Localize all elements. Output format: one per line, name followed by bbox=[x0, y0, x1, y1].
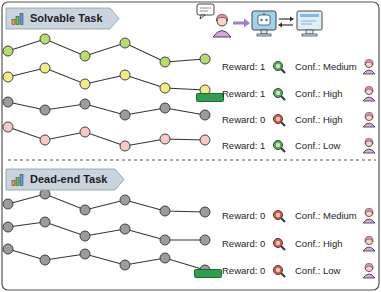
reward-label: Reward: 0 bbox=[222, 210, 265, 221]
reward-label: Reward: 0 bbox=[222, 238, 265, 249]
step-dot bbox=[80, 79, 90, 89]
reward-label: Reward: 1 bbox=[222, 61, 265, 72]
step-dot bbox=[120, 110, 130, 120]
step-dot bbox=[160, 235, 170, 245]
step-dot bbox=[200, 235, 210, 245]
step-dot bbox=[3, 199, 13, 209]
verifier-icon bbox=[274, 115, 286, 127]
button-text: SUBMIT bbox=[195, 278, 220, 285]
outer-frame bbox=[2, 2, 379, 290]
step-dot bbox=[120, 195, 130, 205]
step-dot bbox=[40, 217, 50, 227]
step-dot bbox=[40, 34, 50, 44]
verifier-icon bbox=[274, 266, 286, 278]
section-title: Solvable Task bbox=[6, 8, 119, 29]
trajectory-line bbox=[8, 127, 205, 146]
banner-icon bbox=[12, 175, 23, 186]
trajectory-line bbox=[8, 222, 205, 240]
trajectory-line bbox=[8, 39, 205, 62]
step-dot bbox=[120, 38, 130, 48]
step-dot bbox=[160, 57, 170, 67]
step-dot bbox=[120, 260, 130, 270]
confidence-label: Conf.: Medium bbox=[295, 210, 357, 221]
trajectory bbox=[3, 244, 210, 275]
step-dot bbox=[160, 253, 170, 263]
person-icon bbox=[363, 112, 375, 127]
step-dot bbox=[80, 99, 90, 109]
trajectory bbox=[3, 97, 210, 120]
step-dot bbox=[200, 54, 210, 64]
step-dot bbox=[200, 207, 210, 217]
person-icon bbox=[363, 236, 375, 251]
step-dot bbox=[3, 244, 13, 254]
trajectory bbox=[3, 63, 210, 95]
step-dot bbox=[80, 249, 90, 259]
step-dot bbox=[40, 63, 50, 73]
verifier-icon bbox=[274, 211, 286, 223]
agent-loop-icons bbox=[197, 4, 322, 37]
trajectory bbox=[3, 34, 210, 67]
confidence-label: Conf.: Low bbox=[295, 140, 340, 151]
step-dot bbox=[40, 189, 50, 199]
step-dot bbox=[40, 255, 50, 265]
step-dot bbox=[80, 127, 90, 137]
confidence-label: Conf.: High bbox=[295, 238, 343, 249]
reward-label: Reward: 0 bbox=[222, 114, 265, 125]
step-dot bbox=[160, 134, 170, 144]
step-dot bbox=[160, 206, 170, 216]
verifier-icon bbox=[274, 239, 286, 251]
verifier-icon bbox=[274, 89, 286, 101]
button-text: SUBMIT bbox=[197, 102, 222, 109]
step-dot bbox=[40, 135, 50, 145]
step-dot bbox=[3, 122, 13, 132]
section-banner: Dead-end Task bbox=[6, 169, 124, 190]
confidence-label: Conf.: High bbox=[295, 88, 343, 99]
step-dot bbox=[200, 110, 210, 120]
step-dot bbox=[120, 141, 130, 151]
reward-label: Reward: 1 bbox=[222, 140, 265, 151]
step-dot bbox=[120, 70, 130, 80]
trajectory bbox=[3, 189, 210, 217]
step-dot bbox=[120, 224, 130, 234]
section-banner: Solvable Task bbox=[6, 8, 119, 29]
step-dot bbox=[80, 231, 90, 241]
step-dot bbox=[3, 97, 13, 107]
confidence-label: Conf.: Medium bbox=[295, 61, 357, 72]
person-icon bbox=[363, 59, 375, 74]
step-dot bbox=[160, 103, 170, 113]
verifier-icon bbox=[274, 62, 286, 74]
verifier-icon bbox=[274, 141, 286, 153]
person-icon bbox=[363, 138, 375, 153]
step-dot bbox=[40, 105, 50, 115]
trajectory-line bbox=[8, 102, 205, 115]
trajectory-line bbox=[8, 194, 205, 212]
separator bbox=[8, 160, 376, 161]
person-icon bbox=[363, 208, 375, 223]
submit-button: SUBMIT bbox=[196, 93, 224, 102]
step-dot bbox=[3, 222, 13, 232]
reward-label: Reward: 0 bbox=[222, 265, 265, 276]
step-dot bbox=[160, 83, 170, 93]
step-dot bbox=[3, 72, 13, 82]
step-dot bbox=[80, 205, 90, 215]
reward-label: Reward: 1 bbox=[222, 88, 265, 99]
trajectory bbox=[3, 122, 210, 151]
confidence-label: Conf.: High bbox=[295, 114, 343, 125]
step-dot bbox=[3, 46, 13, 56]
section-title: Dead-end Task bbox=[6, 169, 123, 190]
trajectories bbox=[3, 34, 210, 275]
person-icon bbox=[363, 86, 375, 101]
banner-icon bbox=[12, 14, 23, 25]
step-dot bbox=[80, 51, 90, 61]
submit-button: SUBMIT bbox=[194, 269, 222, 278]
person-icon bbox=[363, 263, 375, 278]
trajectory-line bbox=[8, 249, 205, 270]
step-dot bbox=[200, 135, 210, 145]
trajectory bbox=[3, 217, 210, 245]
confidence-label: Conf.: Low bbox=[295, 265, 340, 276]
trajectory-line bbox=[8, 68, 205, 90]
row-icons bbox=[274, 59, 376, 278]
